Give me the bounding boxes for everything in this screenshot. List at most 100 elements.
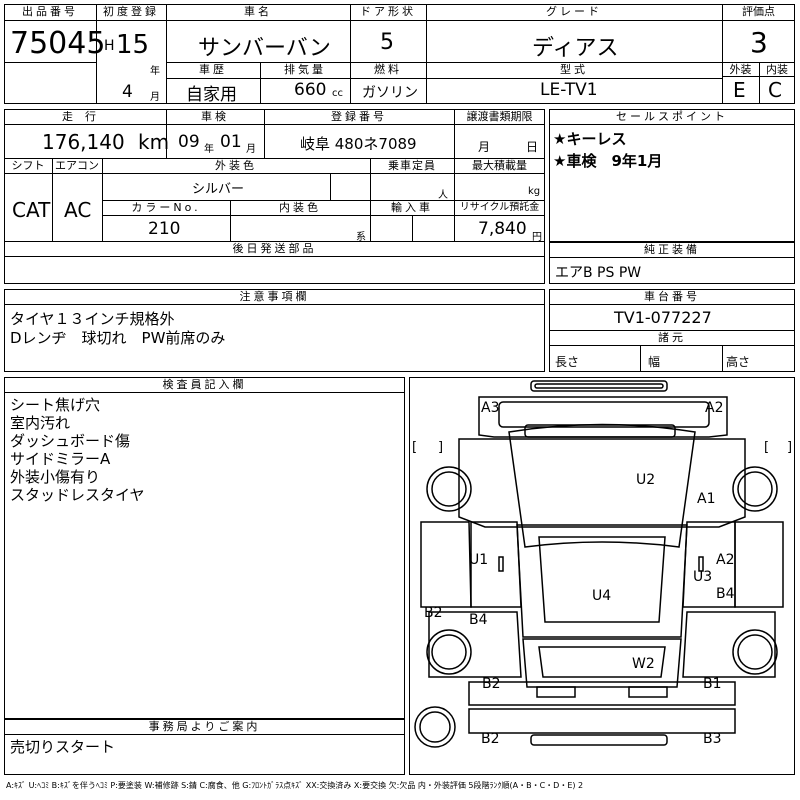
door-label: ドア形状 bbox=[360, 5, 416, 18]
inspector-line: サイドミラーA bbox=[10, 450, 111, 468]
car-diagram bbox=[414, 380, 784, 748]
inspector-line: シート焦げ穴 bbox=[10, 396, 101, 414]
damage-mark: A2 bbox=[705, 400, 724, 416]
grade: ディアス bbox=[532, 36, 619, 61]
displacement-label: 排気量 bbox=[284, 63, 326, 76]
damage-mark: B4 bbox=[716, 586, 735, 602]
displacement: 660 bbox=[294, 80, 327, 100]
sales-points-label: セールスポイント bbox=[616, 110, 728, 123]
exterior-color-label: 外装色 bbox=[215, 159, 257, 172]
score-label: 評価点 bbox=[742, 5, 775, 18]
exterior-score: E bbox=[733, 78, 746, 102]
recycle-fee-unit: 円 bbox=[532, 232, 542, 243]
recycle-fee-label: リサイクル預託金 bbox=[459, 202, 540, 213]
inspector-line: ダッシュボード傷 bbox=[10, 432, 131, 450]
max-load-unit: kg bbox=[528, 186, 541, 197]
genuine-equipment: エアB PS PW bbox=[555, 265, 642, 281]
inspector-line: スタッドレスタイヤ bbox=[10, 486, 145, 504]
car-diagram-section bbox=[409, 377, 795, 775]
transfer-day: 日 bbox=[526, 140, 539, 154]
inspector-section bbox=[4, 377, 405, 719]
registration-number-label: 登録番号 bbox=[331, 110, 387, 123]
model-label: 型式 bbox=[560, 63, 588, 76]
bracket: [ bbox=[412, 440, 418, 455]
damage-mark: U1 bbox=[469, 552, 489, 568]
transfer-deadline-label: 譲渡書類期限 bbox=[466, 110, 533, 123]
first-registration-label: 初度登録 bbox=[103, 5, 159, 18]
inspection-month: 01 bbox=[220, 132, 242, 152]
mileage-label: 走行 bbox=[62, 110, 108, 123]
lot-number-label: 出品番号 bbox=[22, 5, 78, 18]
mileage-unit: km bbox=[138, 130, 170, 154]
era: H bbox=[104, 38, 115, 54]
fuel-label: 燃料 bbox=[374, 63, 402, 76]
import-label: 輸入車 bbox=[391, 201, 433, 214]
ac-label: エアコン bbox=[55, 159, 99, 172]
interior-color-unit: 系 bbox=[356, 232, 366, 243]
damage-mark: U4 bbox=[592, 588, 612, 604]
door-value: 5 bbox=[380, 30, 394, 55]
bracket: [ bbox=[764, 440, 770, 455]
mileage: 176,140 bbox=[42, 130, 125, 154]
history: 自家用 bbox=[186, 85, 237, 105]
specifications-label: 諸元 bbox=[658, 331, 686, 344]
length-label: 長さ bbox=[555, 355, 580, 369]
month-unit: 月 bbox=[150, 92, 160, 103]
model: LE-TV1 bbox=[540, 80, 598, 100]
note-line: タイヤ１３インチ規格外 bbox=[10, 310, 175, 328]
exterior-label: 外装 bbox=[729, 63, 752, 76]
notes-section bbox=[4, 289, 545, 372]
notes-label: 注意事項欄 bbox=[239, 290, 310, 303]
damage-mark: U2 bbox=[636, 472, 656, 488]
exterior-color: シルバー bbox=[192, 182, 245, 197]
damage-mark: U3 bbox=[693, 569, 713, 585]
genuine-equipment-section bbox=[549, 242, 795, 284]
height-label: 高さ bbox=[726, 355, 751, 369]
damage-mark: A3 bbox=[481, 400, 500, 416]
inspector-notes-label: 検査員記入欄 bbox=[162, 378, 247, 391]
office-notice-label: 事務局よりご案内 bbox=[148, 720, 261, 733]
score: 3 bbox=[750, 26, 768, 59]
office-section bbox=[4, 719, 405, 775]
damage-mark: B1 bbox=[703, 676, 722, 692]
registration-month: 4 bbox=[122, 82, 133, 102]
car-name: サンバーバン bbox=[198, 36, 331, 61]
sales-points-section bbox=[549, 109, 795, 242]
inspection-month-unit: 月 bbox=[246, 144, 256, 155]
inspector-line: 外装小傷有り bbox=[10, 468, 101, 486]
color-number: 210 bbox=[148, 219, 181, 239]
car-name-label: 車名 bbox=[244, 5, 272, 18]
year-unit: 年 bbox=[150, 66, 160, 77]
header-section bbox=[4, 4, 795, 104]
shift-label: シフト bbox=[11, 159, 45, 172]
mileage-section bbox=[4, 109, 545, 284]
transfer-month: 月 bbox=[478, 140, 491, 154]
chassis-number: TV1-077227 bbox=[614, 308, 712, 327]
ac: AC bbox=[64, 198, 92, 222]
damage-mark: B3 bbox=[703, 731, 722, 747]
displacement-unit: cc bbox=[332, 88, 343, 99]
interior-color-label: 内装色 bbox=[279, 201, 321, 214]
width-label: 幅 bbox=[648, 355, 661, 369]
genuine-equipment-label: 純正装備 bbox=[644, 243, 700, 256]
max-load-label: 最大積載量 bbox=[472, 159, 527, 172]
office-notice: 売切りスタート bbox=[10, 738, 116, 756]
damage-mark: A2 bbox=[716, 552, 735, 568]
sales-point-item: ★キーレス bbox=[553, 130, 627, 148]
bracket: ] bbox=[438, 440, 444, 455]
color-number-label: カラーNo. bbox=[131, 201, 201, 214]
capacity-label: 乗車定員 bbox=[388, 159, 436, 172]
recycle-fee: 7,840 bbox=[478, 219, 527, 239]
registration-number: 岐阜 480ネ7089 bbox=[300, 135, 417, 153]
inspector-line: 室内汚れ bbox=[10, 414, 71, 432]
lot-number: 75045 bbox=[10, 26, 106, 61]
note-line: Dレンヂ 球切れ PW前席のみ bbox=[10, 329, 226, 347]
history-label: 車歴 bbox=[199, 63, 227, 76]
registration-year: 15 bbox=[116, 30, 150, 60]
sales-point-item: ★車検 9年1月 bbox=[553, 152, 663, 170]
damage-mark: A1 bbox=[697, 491, 716, 507]
bracket: ] bbox=[787, 440, 793, 455]
interior-score: C bbox=[768, 78, 782, 102]
fuel: ガソリン bbox=[362, 85, 418, 101]
inspection-label: 車検 bbox=[201, 110, 229, 123]
